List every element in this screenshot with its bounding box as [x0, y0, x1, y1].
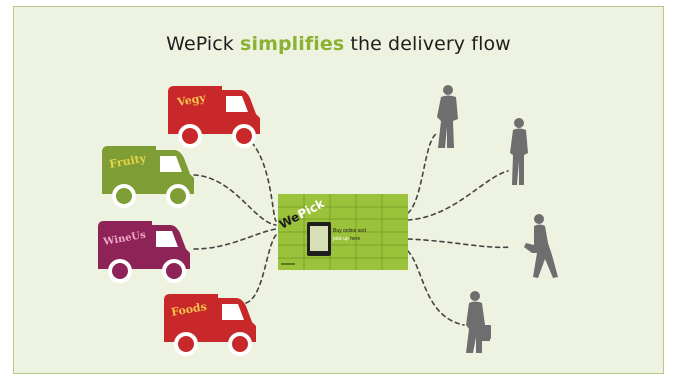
connector-truck-1 [245, 136, 277, 222]
title-prefix: WePick [166, 33, 241, 55]
person-2-figure [510, 118, 528, 185]
truck-connectors [193, 136, 277, 304]
truck-fruity: Fruity [102, 146, 194, 208]
truck-wheel-front [232, 124, 256, 148]
delivery-flow-scene: Vegy Fruity WineUs Foods [98, 85, 558, 356]
person-3-figure [524, 214, 558, 278]
truck-label: Fruity [108, 152, 147, 171]
person-1-figure [437, 85, 458, 148]
truck-wheel-rear [178, 124, 202, 148]
diagram-title: WePick simplifies the delivery flow [14, 33, 663, 55]
connector-truck-2 [193, 174, 277, 226]
person-body [437, 95, 458, 148]
truck-window [226, 96, 248, 112]
title-highlight: simplifies [240, 33, 345, 55]
person-head [443, 85, 453, 95]
person-connectors [407, 132, 511, 326]
diagram-frame: WePick simplifies the delivery flow Vegy [13, 6, 664, 374]
locker-text-line-1: Buy online and [333, 228, 366, 234]
truck-wheel-front [166, 184, 190, 208]
truck-window [222, 304, 244, 320]
connector-truck-3 [193, 228, 277, 250]
truck-wheel-front [228, 332, 252, 356]
person-head [470, 291, 480, 301]
truck-wineus: WineUs [98, 221, 190, 283]
truck-wheel-rear [174, 332, 198, 356]
truck-window [156, 231, 178, 247]
truck-label: Vegy [175, 91, 207, 109]
locker-footer-mark [281, 263, 295, 265]
person-4-figure [466, 291, 491, 353]
connector-person-4 [407, 250, 465, 326]
person-head [514, 118, 524, 128]
locker-text-line-2: pick up here [333, 236, 360, 242]
locker-text-rest: here [349, 236, 361, 242]
connector-truck-4 [245, 234, 277, 304]
truck-foods: Foods [164, 294, 256, 356]
person-body [524, 224, 558, 278]
wepick-locker: WePick Buy online and pick up here [277, 194, 408, 270]
truck-wheel-front [162, 259, 186, 283]
truck-window [160, 156, 182, 172]
person-head [534, 214, 544, 224]
truck-vegy: Vegy [168, 86, 260, 148]
person-body [510, 128, 528, 185]
person-body [466, 301, 490, 353]
truck-wheel-rear [112, 184, 136, 208]
locker-screen-display [310, 226, 328, 251]
title-suffix: the delivery flow [344, 33, 511, 55]
truck-label: Foods [170, 300, 207, 319]
truck-wheel-rear [108, 259, 132, 283]
connector-person-1 [407, 132, 439, 214]
locker-text-highlight: pick up [333, 236, 349, 242]
connector-person-2 [407, 170, 509, 221]
connector-person-3 [407, 238, 511, 249]
person-bag [482, 325, 491, 339]
